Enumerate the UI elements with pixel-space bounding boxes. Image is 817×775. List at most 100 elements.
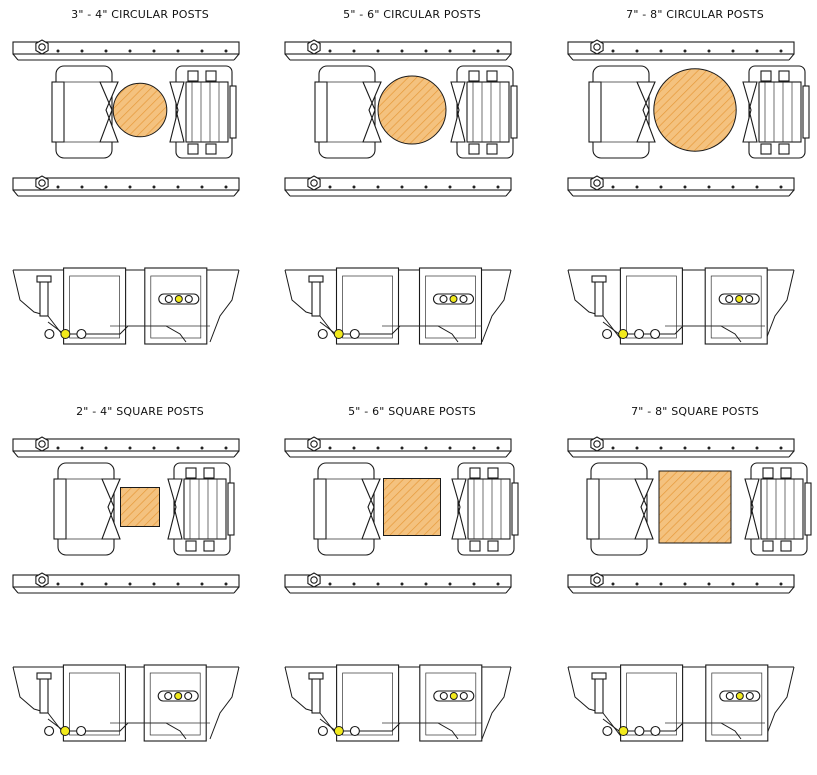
panel-circ-56: 5" - 6" CIRCULAR POSTS [282, 8, 542, 378]
right-flange [802, 85, 810, 139]
plate-hole [328, 446, 332, 450]
plate-hole [424, 446, 428, 450]
right-guide [467, 478, 511, 540]
slot-bolt [745, 294, 754, 304]
top-plate [567, 41, 795, 55]
right-gusset [209, 269, 240, 343]
plate-hole [731, 582, 735, 586]
left-gusset [567, 269, 624, 343]
bolt-hole [650, 725, 661, 737]
plate-hole [128, 582, 132, 586]
bolt-hole [650, 328, 661, 340]
panel-title: 3" - 4" CIRCULAR POSTS [71, 8, 209, 21]
right-v-jaw [450, 81, 466, 143]
left-v-jaw [101, 478, 121, 540]
plate-hole [448, 446, 452, 450]
side-view [567, 267, 795, 345]
side-view [284, 267, 512, 345]
plate-hole [80, 185, 84, 189]
slot-bolt [439, 294, 448, 304]
bolt-hole [349, 725, 360, 737]
plate-hole [176, 582, 180, 586]
plate-hole [152, 49, 156, 53]
left-v-jaw [362, 81, 382, 143]
right-v-jaw [167, 478, 183, 540]
right-v-jaw [742, 81, 758, 143]
slot-bolt-yellow [735, 295, 744, 303]
panel-drawing [284, 39, 518, 345]
slot-nut [468, 70, 480, 82]
plate-hole [779, 446, 783, 450]
left-gusset [12, 269, 69, 343]
plate-hole [683, 185, 687, 189]
plate-hole [779, 49, 783, 53]
top-view [284, 39, 518, 197]
top-view [567, 436, 812, 594]
plate-hole [424, 185, 428, 189]
plate-hole [400, 582, 404, 586]
slot-bolt [459, 691, 468, 701]
plate-hole [152, 185, 156, 189]
bottom-plate [567, 177, 795, 191]
plate-hole [376, 49, 380, 53]
bottom-plate [567, 574, 795, 588]
plate-hole [176, 49, 180, 53]
left-clamp-flange [53, 478, 67, 540]
plate-hole [755, 446, 759, 450]
plate-hole [683, 49, 687, 53]
right-guide [758, 81, 802, 143]
slot-bolt [164, 691, 173, 701]
slot-bolt-yellow [449, 692, 458, 700]
plate-hole [611, 582, 615, 586]
plate-hole [683, 446, 687, 450]
plate-hole [731, 185, 735, 189]
bolt-hole [602, 725, 613, 737]
plate-hole [80, 582, 84, 586]
plate-hole [424, 582, 428, 586]
left-gusset [567, 666, 624, 740]
side-view [567, 664, 795, 742]
left-gusset [284, 269, 341, 343]
plate-hole [200, 49, 204, 53]
plate-hole [376, 185, 380, 189]
left-clamp-flange [314, 81, 328, 143]
slot-nut [185, 467, 197, 479]
plate-hole [352, 582, 356, 586]
bolt-yellow [618, 726, 629, 736]
right-housing [143, 664, 207, 742]
plate-hole [104, 185, 108, 189]
bolt-yellow [60, 329, 71, 339]
left-stud [594, 277, 604, 317]
plate-hole [611, 185, 615, 189]
left-housing [336, 664, 400, 742]
slot-nut [487, 467, 499, 479]
panel-title: 5" - 6" CIRCULAR POSTS [343, 8, 481, 21]
slot-bolt [725, 691, 734, 701]
bolt-hole [634, 725, 645, 737]
plate-hole [200, 185, 204, 189]
bolt-hole [44, 725, 55, 737]
plate-hole [328, 185, 332, 189]
top-view [567, 39, 810, 197]
panel-circ-78: 7" - 8" CIRCULAR POSTS [565, 8, 817, 378]
right-flange [510, 85, 518, 139]
plate-hole [472, 582, 476, 586]
right-guide [760, 478, 804, 540]
slot-nut [780, 540, 792, 552]
plate-hole [448, 582, 452, 586]
plate-hole [128, 185, 132, 189]
panel-circ-34: 3" - 4" CIRCULAR POSTS [10, 8, 270, 378]
slot-bolt [439, 691, 448, 701]
plate-hole [707, 185, 711, 189]
plate-hole [496, 446, 500, 450]
square-post-section [383, 478, 441, 536]
panel-sq-24: 2" - 4" SQUARE POSTS [10, 405, 270, 775]
plate-hole [352, 446, 356, 450]
right-flange [804, 482, 812, 536]
slot-bolt [725, 294, 734, 304]
plate-hole [128, 446, 132, 450]
plate-hole [472, 446, 476, 450]
plate-hole [496, 49, 500, 53]
right-flange [229, 85, 237, 139]
plate-hole [56, 49, 60, 53]
